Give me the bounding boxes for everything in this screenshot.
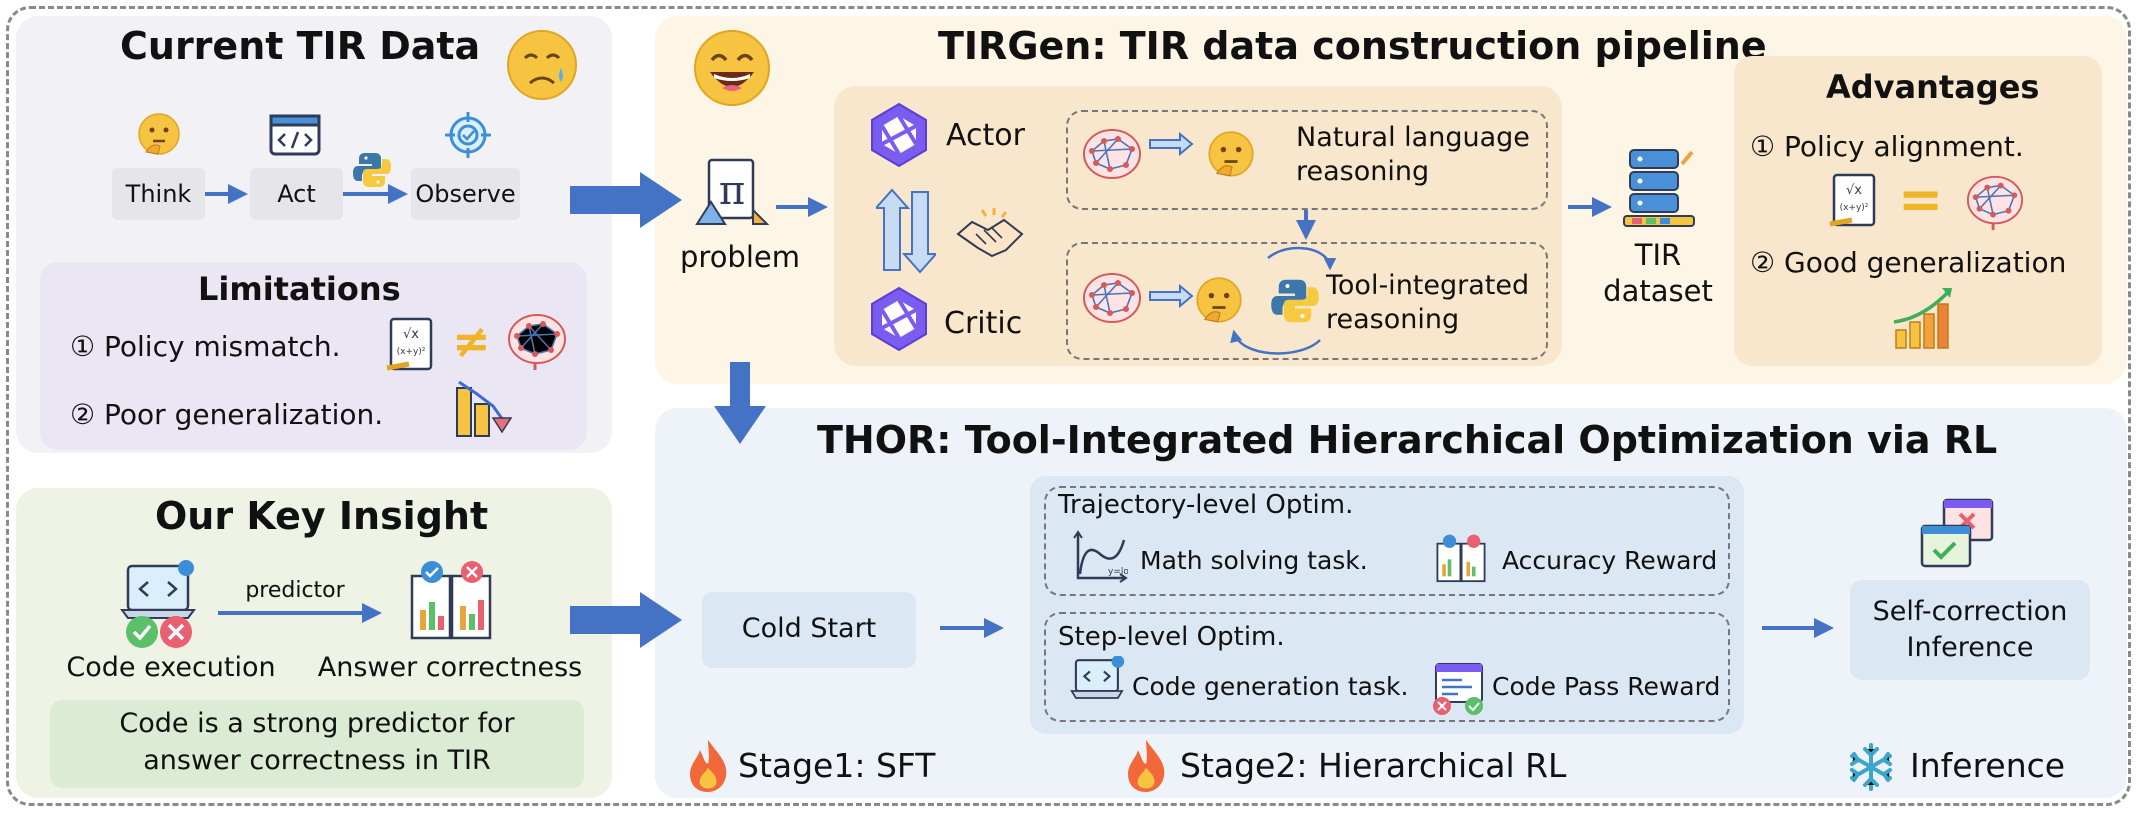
advantage-policy-alignment: ① Policy alignment. xyxy=(1750,130,2024,163)
thinking-face-icon xyxy=(138,113,180,155)
limitation-policy-mismatch: ① Policy mismatch. xyxy=(70,330,341,363)
advantages-title: Advantages xyxy=(1826,68,2040,106)
thinking-face-icon-tool xyxy=(1196,277,1242,323)
accuracy-reward-label: Accuracy Reward xyxy=(1502,546,1718,575)
predictor-label: predictor xyxy=(245,578,345,603)
self-correction-icon xyxy=(1920,498,1994,568)
formula-document-icon-adv: √x (x+y)² xyxy=(1829,173,1876,227)
sad-face-icon xyxy=(507,30,577,100)
outer-dashed-frame xyxy=(6,6,2131,806)
tirgen-inner-panel xyxy=(834,86,1562,366)
critic-logo-icon xyxy=(871,286,927,352)
handshake-icon xyxy=(956,208,1024,258)
math-graph-icon: y=log xyxy=(1073,530,1128,583)
critic-label: Critic xyxy=(944,306,1023,341)
math-task-label: Math solving task. xyxy=(1140,546,1368,575)
not-equal-sign: ≠ xyxy=(452,314,491,368)
actor-logo-icon xyxy=(871,102,927,168)
problem-label: problem xyxy=(680,240,800,274)
code-execution-label: Code execution xyxy=(66,652,276,683)
dataset-line2: dataset xyxy=(1603,274,1713,308)
python-icon xyxy=(353,153,391,187)
big-arrows xyxy=(570,172,766,648)
svg-text:√x: √x xyxy=(1846,183,1862,198)
growth-chart-icon xyxy=(1893,288,1952,349)
insight-statement-line2: answer correctness in TIR xyxy=(143,745,491,776)
fire-icon-stage1 xyxy=(690,740,727,792)
step-act: Act xyxy=(250,168,343,220)
code-pass-reward-label: Code Pass Reward xyxy=(1492,672,1721,701)
code-laptop-icon xyxy=(1070,656,1125,699)
code-pass-reward-icon xyxy=(1433,663,1483,715)
actor-critic-swap-icon xyxy=(876,188,936,274)
inference-label: Inference xyxy=(1910,746,2066,785)
limitations-title: Limitations xyxy=(198,270,401,308)
self-correction-line1: Self-correction xyxy=(1872,596,2068,627)
trajectory-level-box xyxy=(1044,486,1730,596)
code-window-icon xyxy=(269,114,321,156)
brain-network-icon-tool xyxy=(1083,273,1141,323)
thor-title: THOR: Tool-Integrated Hierarchical Optim… xyxy=(817,418,1998,462)
problem-pi-icon: π xyxy=(695,158,770,225)
advantage-good-generalization: ② Good generalization xyxy=(1750,246,2067,279)
happy-face-icon xyxy=(694,30,770,106)
stage1-label: Stage1: SFT xyxy=(738,746,936,785)
stage2-label: Stage2: Hierarchical RL xyxy=(1180,746,1567,785)
step-observe: Observe xyxy=(411,168,520,220)
step-think: Think xyxy=(112,168,205,220)
formula-document-icon: √x (x+y)² xyxy=(386,317,433,371)
code-task-label: Code generation task. xyxy=(1132,672,1409,701)
trajectory-level-title: Trajectory-level Optim. xyxy=(1058,490,1354,520)
svg-text:√x: √x xyxy=(403,327,419,342)
cold-start-label: Cold Start xyxy=(741,613,877,644)
self-correction-line2: Inference xyxy=(1906,632,2034,663)
declining-chart-icon xyxy=(456,380,513,437)
dataset-line1: TIR xyxy=(1634,238,1682,272)
actor-label: Actor xyxy=(946,118,1025,153)
svg-text:(x+y)²: (x+y)² xyxy=(1840,203,1869,213)
answer-correctness-icon xyxy=(410,561,492,640)
answer-correctness-label: Answer correctness xyxy=(317,652,583,683)
tool-reasoning-line2: reasoning xyxy=(1326,304,1460,335)
limitation-poor-generalization: ② Poor generalization. xyxy=(70,398,384,431)
snowflake-icon xyxy=(1850,743,1892,791)
insight-statement-box xyxy=(50,700,584,788)
brain-network-icon xyxy=(508,314,566,370)
svg-text:(x+y)²: (x+y)² xyxy=(397,347,426,357)
brain-network-icon-nl xyxy=(1083,129,1141,179)
nl-reasoning-box xyxy=(1066,110,1548,210)
target-observe-icon xyxy=(445,112,491,158)
database-icon xyxy=(1623,149,1695,227)
key-insight-title: Our Key Insight xyxy=(155,494,489,538)
cold-start-box xyxy=(702,592,916,668)
accuracy-reward-icon xyxy=(1436,534,1486,583)
code-execution-icon xyxy=(120,560,196,648)
svg-text:y=log: y=log xyxy=(1108,567,1128,577)
brain-network-icon-adv xyxy=(1966,175,2024,231)
thinking-face-icon-nl xyxy=(1208,131,1254,177)
tirgen-title: TIRGen: TIR data construction pipeline xyxy=(938,24,1767,68)
tool-inner-arrow xyxy=(1149,283,1194,309)
fire-icon-stage2 xyxy=(1128,740,1165,792)
insight-statement-line1: Code is a strong predictor for xyxy=(119,708,515,739)
nl-reasoning-line2: reasoning xyxy=(1296,156,1430,187)
step-level-title: Step-level Optim. xyxy=(1058,622,1285,652)
svg-text:π: π xyxy=(719,168,745,214)
nl-inner-arrow xyxy=(1149,131,1194,157)
hierarchical-rl-panel xyxy=(1030,476,1744,734)
nl-reasoning-line1: Natural language xyxy=(1296,122,1530,153)
equal-sign: = xyxy=(1898,168,1944,231)
self-correction-box xyxy=(1850,580,2090,680)
tool-reasoning-line1: Tool-integrated xyxy=(1326,270,1530,301)
flow-arrows xyxy=(205,184,1834,638)
step-level-box xyxy=(1044,612,1730,722)
python-icon-tool xyxy=(1271,279,1319,323)
tool-reasoning-box xyxy=(1066,242,1548,360)
current-tir-title: Current TIR Data xyxy=(120,24,481,68)
